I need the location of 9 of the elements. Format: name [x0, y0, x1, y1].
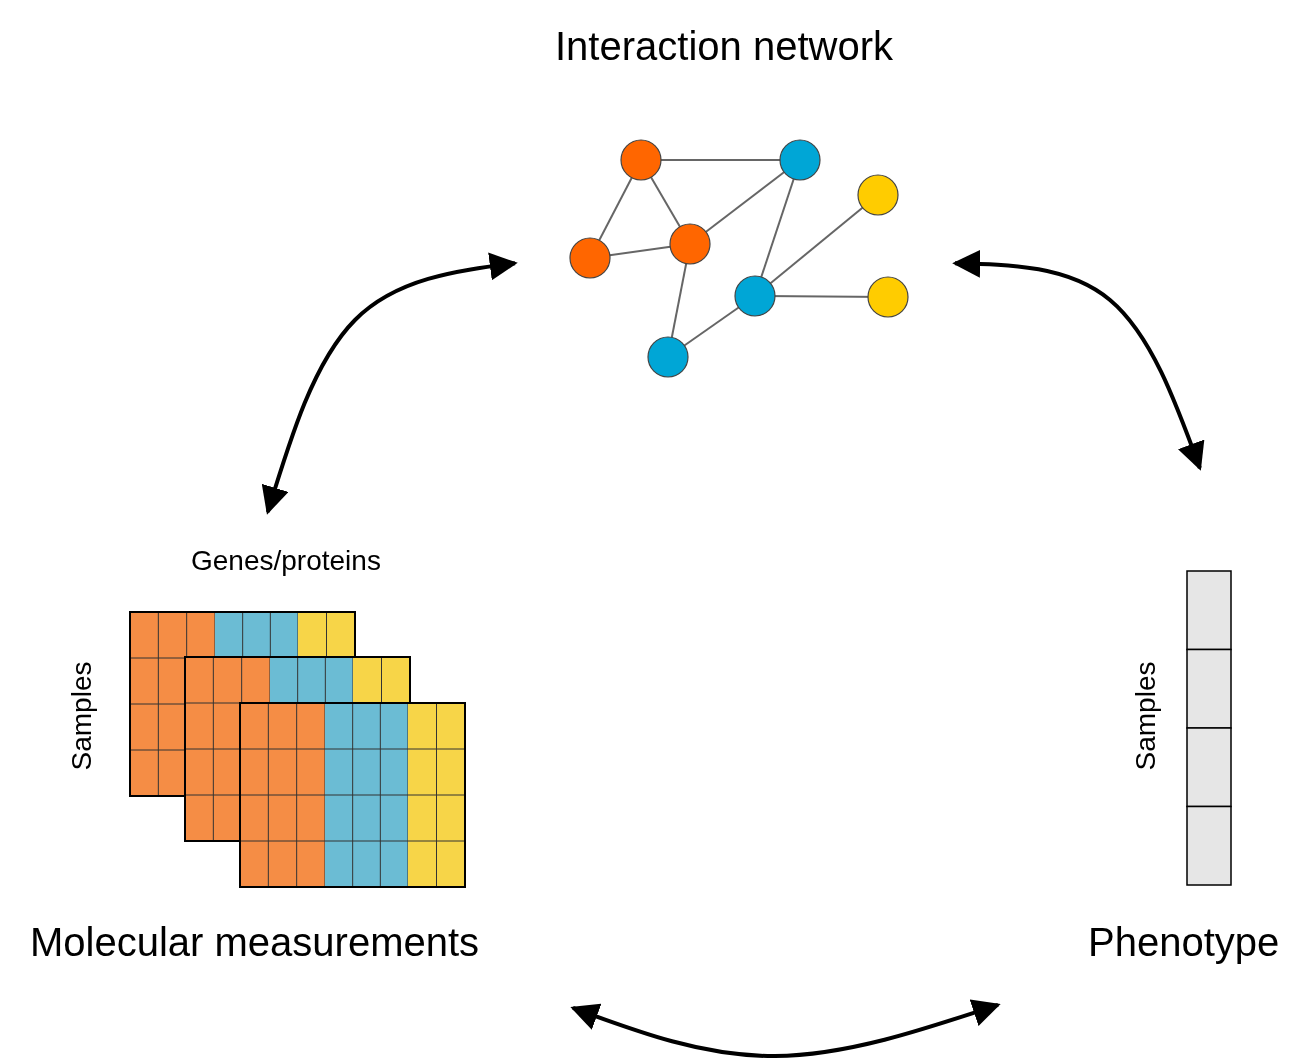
section-title: Phenotype [1088, 920, 1280, 965]
axis-label: Genes/proteins [191, 545, 381, 577]
double-headed-arrow [261, 252, 518, 515]
double-headed-arrow [952, 249, 1205, 471]
double-headed-arrow [570, 999, 1001, 1058]
axis-label: Samples [1130, 661, 1162, 771]
section-title: Interaction network [555, 24, 893, 69]
axis-label: Samples [66, 661, 98, 771]
section-title: Molecular measurements [30, 920, 480, 965]
